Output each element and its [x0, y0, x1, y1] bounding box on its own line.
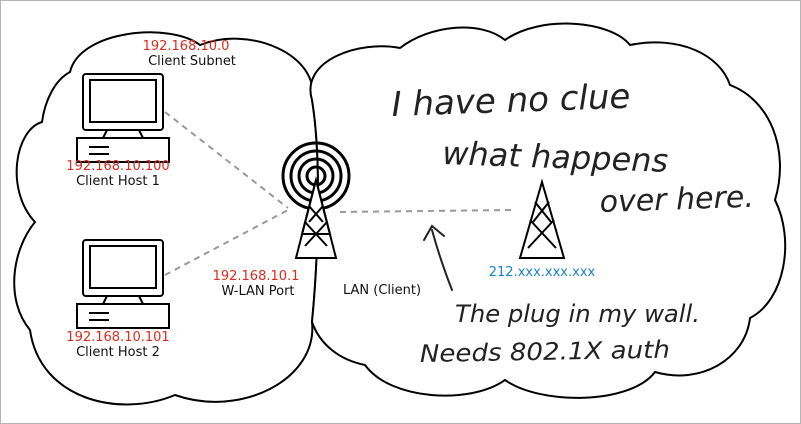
lan-label: LAN (Client) — [343, 283, 421, 298]
host1-label: Client Host 1 — [76, 174, 160, 189]
network-links — [164, 111, 513, 276]
router-label: W-LAN Port — [221, 284, 294, 299]
computer-icon — [76, 73, 170, 163]
plug-note-line-2: Needs 802.1X auth — [420, 336, 670, 368]
router-ip: 192.168.10.1 — [213, 269, 300, 284]
cloud-note-line-2: what happens — [442, 134, 669, 180]
link-host2-router — [164, 209, 289, 276]
tower-icon — [518, 178, 566, 259]
router-tower-icon — [294, 176, 338, 259]
plug-note-line-1: The plug in my wall. — [455, 300, 700, 328]
host1-ip: 192.168.10.100 — [66, 159, 169, 174]
link-router-wall — [339, 209, 513, 213]
host2-label: Client Host 2 — [76, 345, 160, 360]
subnet-ip: 192.168.10.0 — [143, 39, 230, 54]
subnet-label: Client Subnet — [148, 54, 236, 69]
cloud-note-line-1: I have no clue — [391, 77, 631, 125]
cloud-note-line-3: over here. — [599, 180, 754, 220]
link-host1-router — [164, 111, 289, 209]
wall-plug-ip: 212.xxx.xxx.xxx — [489, 265, 596, 280]
arrow-icon — [423, 224, 453, 291]
host2-ip: 192.168.10.101 — [66, 330, 169, 345]
computer-icon — [76, 239, 170, 329]
